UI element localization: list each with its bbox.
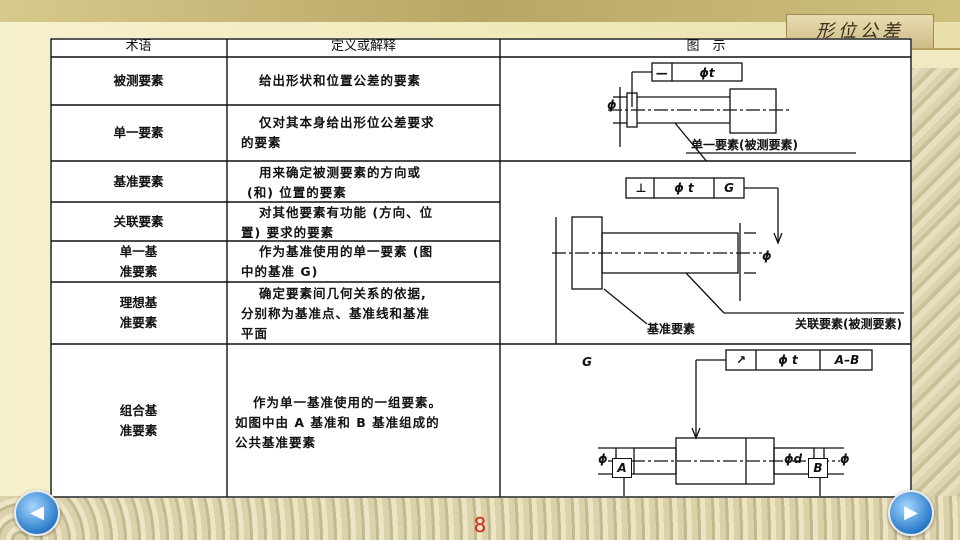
fig1-frame-tolerance: ϕt — [699, 66, 715, 80]
fig1-frame-symbol: — — [656, 66, 668, 80]
previous-slide-button[interactable]: ◀ — [14, 490, 60, 536]
definition-combined-datum: 作为单一基准使用的一组要素。 如图中由 A 基准和 B 基准组成的 公共基准要素 — [235, 395, 443, 450]
fig3-dim-left: ϕ — [598, 452, 608, 466]
term-ideal-datum: 理想基准要素 — [119, 295, 158, 330]
fig1-callout-underline — [686, 152, 856, 154]
fig3-datum-a: A — [612, 458, 632, 478]
figure-datum-related-drawing — [552, 177, 904, 344]
definition-single-datum: 作为基准使用的单一要素 (图中的基准 G) — [241, 244, 434, 279]
term-related-feature: 关联要素 — [113, 214, 164, 229]
column-header-figure: 图 示 — [686, 39, 726, 54]
fig2-callout-datum: 基准要素 — [647, 322, 696, 336]
right-decor-pattern — [908, 60, 960, 500]
fig3-dim-right: ϕ — [840, 452, 850, 466]
fig2-frame-tolerance: ϕ t — [674, 181, 694, 195]
column-header-term: 术语 — [125, 39, 152, 54]
fig1-callout: 单一要素(被测要素) — [691, 138, 798, 152]
column-header-definition: 定义或解释 — [330, 39, 396, 54]
fig3-frame-runout-symbol: ↗ — [735, 353, 747, 367]
top-decor-band — [0, 0, 960, 22]
fig3-frame-datum-ab: A–B — [834, 353, 860, 367]
next-slide-button[interactable]: ▶ — [888, 490, 934, 536]
fig3-dim-center: ϕd — [784, 452, 803, 466]
next-arrow-icon: ▶ — [904, 502, 918, 523]
definitions-table: 术语 定义或解释 图 示 被测要素 给出形状和位置公差的要素 单一要素 仅对其本… — [50, 38, 912, 498]
fig2-callout-related: 关联要素(被测要素) — [795, 317, 902, 331]
fig2-datum-letter: G — [582, 355, 592, 369]
figure-single-feature-drawing — [608, 62, 792, 161]
fig2-dim-phi: ϕ — [762, 249, 772, 263]
definition-single-feature: 仅对其本身给出形位公差要求的要素 — [241, 115, 435, 150]
definition-datum-feature: 用来确定被测要素的方向或(和) 位置的要素 — [247, 165, 422, 200]
definition-related-feature: 对其他要素有功能 (方向、位置) 要求的要素 — [241, 205, 434, 240]
previous-arrow-icon: ◀ — [30, 502, 44, 523]
fig3-frame-tolerance: ϕ t — [778, 353, 798, 367]
figure-combined-datum-drawing — [598, 349, 873, 496]
fig1-dim-phi: ϕ — [607, 98, 617, 112]
term-single-datum: 单一基准要素 — [119, 244, 158, 279]
fig3-datum-b: B — [808, 458, 828, 478]
fig2-frame-perpendicularity: ⊥ — [635, 181, 647, 195]
bottom-decor-pattern — [0, 496, 960, 540]
table-grid — [50, 38, 912, 498]
term-datum-feature: 基准要素 — [113, 174, 164, 189]
term-measured-feature: 被测要素 — [113, 73, 164, 88]
definition-measured-feature: 给出形状和位置公差的要素 — [259, 73, 422, 88]
page-number: 8 — [473, 513, 487, 537]
term-single-feature: 单一要素 — [113, 125, 164, 140]
corner-strip — [905, 48, 960, 68]
definition-ideal-datum: 确定要素间几何关系的依据, 分别称为基准点、基准线和基准 平面 — [241, 286, 431, 341]
fig2-frame-datum: G — [724, 181, 734, 195]
term-combined-datum: 组合基准要素 — [119, 403, 158, 438]
